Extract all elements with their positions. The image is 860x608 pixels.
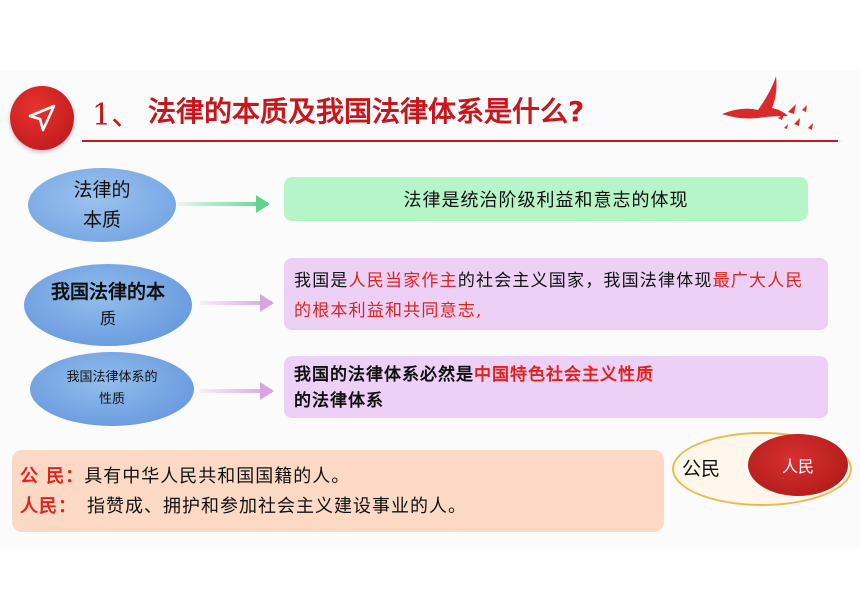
- title-number: 1、: [92, 98, 142, 133]
- oval-law-essence: 法律的本质: [28, 168, 176, 242]
- definition-people: 人民： 指赞成、拥护和参加社会主义建设事业的人。: [20, 492, 656, 522]
- definition-citizen: 公 民：具有中华人民共和国国籍的人。: [20, 462, 656, 492]
- box-text-2: 的法律体系: [294, 391, 384, 411]
- oval-label-line1: 我国法律的本: [50, 281, 165, 303]
- flying-birds-icon: [722, 76, 813, 130]
- definition-text: 指赞成、拥护和参加社会主义建设事业的人。: [87, 496, 467, 517]
- box-highlight-1: 人民当家作主: [348, 271, 458, 291]
- arrow-right-icon: [178, 195, 270, 213]
- box-text-1: 我国是: [294, 271, 349, 291]
- box-law-system-nature: 我国的法律体系必然是中国特色社会主义性质的法律体系: [284, 356, 828, 418]
- arrow-right-icon: [200, 294, 274, 312]
- box-law-essence: 法律是统治阶级利益和意志的体现: [284, 177, 808, 221]
- box-text: 法律是统治阶级利益和意志的体现: [403, 190, 689, 211]
- venn-people-label: 人民: [781, 457, 814, 476]
- oval-label: 法律的本质: [73, 179, 131, 231]
- oval-law-system-nature: 我国法律体系的 性质: [30, 352, 194, 426]
- title-underline: [82, 140, 838, 142]
- oval-label-line1: 我国法律体系的: [66, 370, 158, 385]
- venn-people-ellipse: 人民: [748, 434, 848, 496]
- venn-citizen-label: 公民: [682, 458, 721, 480]
- box-text-1: 我国的法律体系必然是: [294, 365, 474, 385]
- box-china-law-essence: 我国是人民当家作主的社会主义国家，我国法律体现最广大人民的根本利益和共同意志,: [284, 258, 828, 330]
- arrow-right-icon: [200, 382, 274, 400]
- definition-label: 人民：: [20, 496, 77, 517]
- oval-china-law-essence: 我国法律的本 质: [24, 264, 192, 346]
- box-highlight-2: 最广大人民的根本利益和共同意志,: [294, 271, 804, 321]
- definition-text: 具有中华人民共和国国籍的人。: [84, 466, 351, 487]
- box-text-2: 的社会主义国家，我国法律体现: [457, 271, 713, 291]
- paper-plane-icon: [10, 86, 74, 150]
- page-title: 法律的本质及我国法律体系是什么?: [148, 95, 585, 128]
- oval-label-line2: 质: [99, 309, 116, 328]
- definition-label: 公 民：: [20, 466, 85, 487]
- definitions-box: 公 民：具有中华人民共和国国籍的人。 人民： 指赞成、拥护和参加社会主义建设事业的…: [12, 450, 664, 532]
- oval-label-line2: 性质: [98, 392, 125, 407]
- box-highlight: 中国特色社会主义性质: [474, 365, 654, 385]
